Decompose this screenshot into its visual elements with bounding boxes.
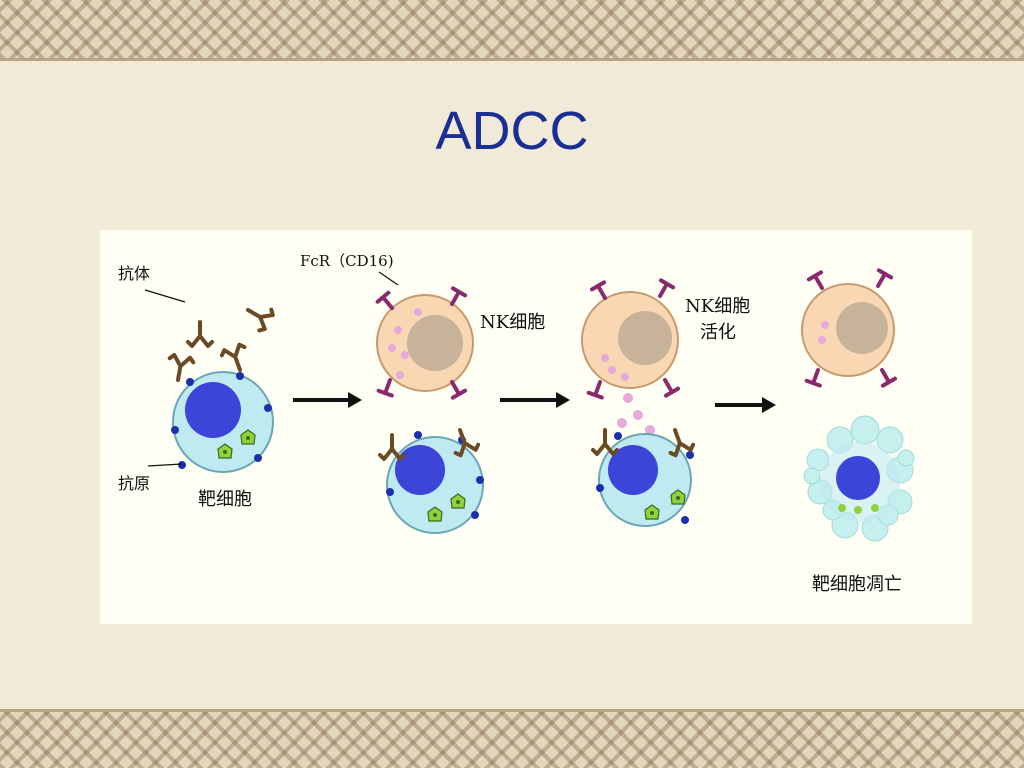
stage4-nk-cell [801, 268, 898, 388]
label-nk-cell: NK细胞 [480, 312, 546, 333]
label-antibody: 抗体 [118, 264, 151, 283]
top-decorative-border [0, 0, 1024, 58]
label-target-cell: 靶细胞 [198, 489, 252, 510]
stage3-target-cell [591, 423, 697, 527]
stage3-nk-cell [581, 278, 681, 435]
label-antigen: 抗原 [118, 474, 151, 493]
label-apoptosis: 靶细胞凋亡 [812, 574, 902, 595]
adcc-diagram: 抗体 抗原 靶细胞 FcR（CD16) NK细胞 NK细胞 活化 靶细胞凋亡 [100, 230, 972, 624]
slide-title: ADCC [435, 101, 589, 161]
label-nk-activated-line1: NK细胞 [685, 296, 751, 317]
top-border-line [0, 58, 1024, 61]
stage2-nk-cell [375, 286, 474, 400]
label-fcr: FcR（CD16) [300, 252, 394, 270]
bottom-decorative-border [0, 712, 1024, 768]
stage4-apoptotic-target-cell [803, 415, 915, 542]
bottom-border-line [0, 709, 1024, 712]
label-nk-activated-line2: 活化 [700, 322, 736, 343]
stage2-target-cell [378, 423, 484, 534]
diagram-graphics [144, 268, 915, 542]
stage1-antibodies [164, 297, 277, 385]
stage1-target-cell [171, 371, 274, 473]
